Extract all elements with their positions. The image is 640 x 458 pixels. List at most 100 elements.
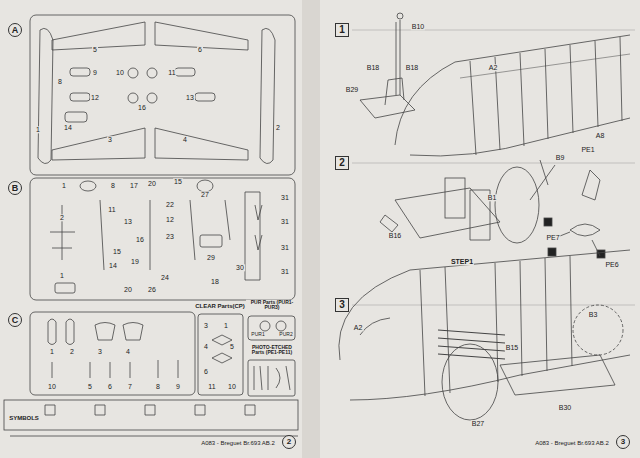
part-number: 1 (61, 182, 67, 189)
node-text: 2 (339, 158, 345, 168)
part-number: 5 (92, 46, 98, 53)
part-number: 1 (223, 322, 229, 329)
node-text: C (12, 316, 19, 325)
part-number: 8 (155, 383, 161, 390)
part-number: 3 (203, 322, 209, 329)
part-number: 9 (175, 383, 181, 390)
part-callout: A083 - Breguet Br.693 AB.2 (534, 440, 610, 446)
part-number: 31 (280, 244, 290, 251)
part-number: 20 (123, 286, 133, 293)
part-number: 16 (135, 236, 145, 243)
sprue-letter: A (8, 23, 22, 37)
part-number: 1 (59, 272, 65, 279)
part-number: 26 (147, 286, 157, 293)
part-number: SYMBOLS (8, 415, 40, 421)
part-number: 5 (229, 343, 235, 350)
part-number: PUR Parts (PUR1-PUR3) (246, 300, 298, 311)
part-number: 29 (206, 254, 216, 261)
sprue-letter: C (8, 313, 22, 327)
part-number: 9 (92, 69, 98, 76)
part-callout: PUR2 (278, 332, 293, 337)
part-callout: B10 (411, 23, 425, 30)
part-number: 6 (203, 368, 209, 375)
part-callout: PE6 (604, 261, 619, 268)
part-number: 3 (107, 136, 113, 143)
part-number: 10 (115, 69, 125, 76)
part-callout: B3 (588, 311, 599, 318)
part-number: 13 (123, 218, 133, 225)
part-number: 31 (280, 194, 290, 201)
node-text: 3 (339, 300, 345, 310)
part-number: 1 (35, 126, 41, 133)
part-number: 20 (147, 180, 157, 187)
node-text: B (12, 184, 19, 193)
page-number: 3 (616, 435, 630, 449)
part-callout: B18 (405, 64, 419, 71)
part-number: CLEAR Parts(CP) (194, 303, 246, 309)
part-number: 6 (107, 383, 113, 390)
part-callout: PE1 (580, 146, 595, 153)
part-number: 16 (137, 104, 147, 111)
part-callout: B27 (471, 420, 485, 427)
page-number: 2 (282, 435, 296, 449)
part-number: 15 (112, 248, 122, 255)
part-callout: B9 (555, 154, 566, 161)
part-callout: B1 (487, 194, 498, 201)
part-number: 22 (165, 201, 175, 208)
part-number: 2 (69, 348, 75, 355)
part-callout: B30 (558, 404, 572, 411)
part-callout: A8 (595, 132, 606, 139)
part-number: 11 (167, 69, 176, 76)
part-number: 11 (207, 383, 216, 390)
part-number: 15 (173, 178, 183, 185)
part-number: 11 (107, 206, 116, 213)
part-number: 8 (57, 78, 63, 85)
part-callout: A2 (488, 64, 499, 71)
part-number: PHOTO-ETCHED Parts (PE1-PE11) (246, 345, 298, 356)
part-number: 4 (182, 136, 188, 143)
part-callout: B16 (388, 232, 402, 239)
step-number: 2 (335, 156, 349, 170)
node-text: 3 (621, 438, 625, 446)
part-callout: B15 (505, 344, 519, 351)
part-callout: STEP1 (450, 258, 474, 265)
part-number: 31 (280, 218, 290, 225)
part-number: 2 (59, 214, 65, 221)
part-number: 14 (108, 262, 118, 269)
part-number: 19 (130, 258, 140, 265)
part-number: 7 (127, 383, 133, 390)
sprue-letter: B (8, 181, 22, 195)
part-number: 18 (210, 278, 220, 285)
part-number: 10 (227, 383, 237, 390)
part-number: 10 (47, 383, 57, 390)
part-number: 4 (125, 348, 131, 355)
part-callout: B18 (366, 64, 380, 71)
part-number: 17 (129, 182, 139, 189)
part-number: 5 (87, 383, 93, 390)
part-number: 23 (165, 233, 175, 240)
part-callout: A083 - Breguet Br.693 AB.2 (200, 440, 276, 446)
part-callout: PUR1 (250, 332, 265, 337)
part-number: 6 (197, 46, 203, 53)
part-number: 1 (49, 348, 55, 355)
part-callout: A2 (353, 324, 364, 331)
part-number: 30 (235, 264, 245, 271)
step-number: 1 (335, 23, 349, 37)
part-number: 3 (97, 348, 103, 355)
part-number: 12 (90, 94, 100, 101)
part-number: 4 (203, 343, 209, 350)
node-text: 1 (339, 25, 345, 35)
node-text: A (12, 26, 19, 35)
part-number: 24 (160, 274, 170, 281)
node-text: 2 (287, 438, 291, 446)
part-callout: B29 (345, 86, 359, 93)
part-number: 14 (63, 124, 73, 131)
part-number: 8 (110, 182, 116, 189)
part-number: 2 (275, 124, 281, 131)
step-number: 3 (335, 298, 349, 312)
part-number: 31 (280, 268, 290, 275)
part-callout: PE7 (545, 234, 560, 241)
part-number: 27 (200, 191, 210, 198)
part-number: 12 (165, 216, 175, 223)
part-number: 13 (185, 94, 195, 101)
